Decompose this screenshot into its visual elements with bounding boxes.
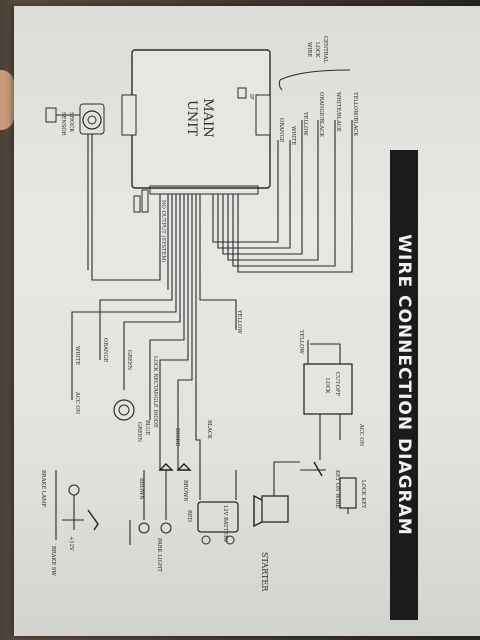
pin-strip [149, 185, 259, 195]
main-unit-line1: MAIN [200, 98, 215, 137]
diode [158, 463, 192, 471]
label-starter: STARTER [260, 552, 269, 592]
label-key-on: KEY ON WIRE [334, 470, 340, 508]
left-connectors [133, 189, 149, 213]
main-unit-line2: UNIT [184, 100, 199, 136]
label-cut-off: CUT-OFF [334, 372, 340, 397]
title-wrap: WIRE CONNECTION DIAGRAM [390, 150, 418, 620]
label-blue: BLUE [144, 420, 150, 435]
central-wire-labels: YELLOW/BLACK WHITE/BLACK ORANGE/BLACK YE… [278, 91, 358, 145]
shock-sensor-label-2: SENSOR [60, 112, 66, 137]
starter-motor [253, 461, 300, 528]
page-title: WIRE CONNECTION DIAGRAM [394, 234, 414, 536]
central-lock-label-2: LOCK [314, 42, 320, 58]
label-black: BLACK [206, 420, 212, 439]
label-ign-on: ACC ON [358, 423, 364, 447]
central-lock-title: CENTRAL LOCK WIRE [306, 36, 328, 63]
label-yellow: YELLOW [236, 309, 242, 334]
brake-parts [55, 470, 99, 540]
wire-label-orange-black: ORANGE/BLACK [318, 92, 324, 137]
label-yellow-2: YELLOW [298, 329, 304, 354]
wire-label-orange: ORANGE [278, 118, 284, 143]
central-lock-label-3: WIRE [306, 42, 312, 57]
label-red: RED [186, 510, 192, 522]
finger [0, 70, 14, 130]
lock-switch [113, 399, 135, 421]
label-brown: BROWN [182, 480, 188, 502]
label-starter-lock: LOCK [324, 378, 330, 394]
label-brake-sw: BRAKE SW [50, 546, 56, 576]
label-lock-rectangle: LOCK RECTANGLE DIODE [152, 356, 158, 428]
wire-label-yellow-black: YELLOW/BLACK [352, 91, 358, 136]
cut-off-relay [303, 340, 353, 460]
wire-label-white-black: WHITE/BLACK [335, 92, 341, 132]
label-acc-on: ACC ON [74, 391, 80, 415]
label-plus-12v: +12V [68, 536, 74, 551]
battery [197, 470, 239, 545]
label-brown-2: BROWN [138, 478, 144, 500]
shock-sensor [45, 103, 161, 281]
label-lock-key: LOCK KEY [360, 480, 366, 509]
label-battery: 12V BATTERY [222, 505, 228, 543]
label-park-light: PARK LIGHT [156, 538, 162, 572]
label-no-output: NO OUTPUT (SYSTEM) [160, 200, 167, 263]
label-orange: ORANGE [102, 338, 108, 363]
wire-label-yellow: YELLOW [302, 111, 308, 136]
park-lights [129, 470, 172, 545]
main-unit-port-label: IP [248, 94, 254, 100]
central-lock-wires [212, 120, 353, 273]
key-switch [300, 461, 357, 514]
label-green: GREEN [126, 350, 132, 371]
central-lock-bracket [279, 69, 351, 81]
main-unit-connector-right [255, 94, 271, 136]
label-green-2: GREEN [136, 422, 142, 443]
central-lock-label-1: CENTRAL [322, 36, 328, 63]
label-diode: DIODE [174, 428, 180, 447]
label-white: WHITE [74, 346, 80, 365]
main-unit-connector [121, 94, 137, 136]
shock-sensor-label-1: SHOCK [68, 112, 74, 132]
lower-left-wires [71, 194, 237, 500]
wire-label-white: WHITE [290, 126, 296, 145]
title-banner [390, 150, 418, 620]
label-brake-lamp: BRAKE LAMP [40, 470, 46, 507]
main-unit-port [237, 87, 247, 99]
